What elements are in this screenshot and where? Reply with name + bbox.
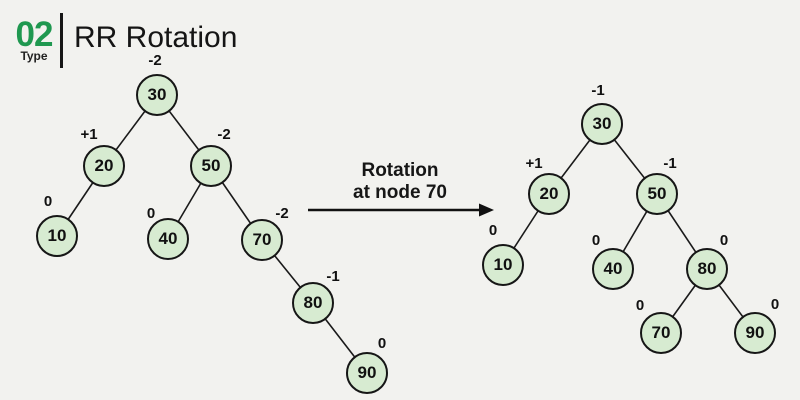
- after-bf-70: 0: [635, 297, 645, 314]
- after-bf-80: 0: [719, 232, 729, 249]
- before-node-20: 20: [83, 145, 125, 187]
- after-node-50: 50: [636, 173, 678, 215]
- after-node-40: 40: [592, 248, 634, 290]
- before-node-10: 10: [36, 215, 78, 257]
- after-bf-90: 0: [770, 296, 780, 313]
- before-node-40: 40: [147, 218, 189, 260]
- rotation-arrow-label-line1: Rotation: [361, 160, 439, 181]
- before-bf-70: -2: [275, 205, 289, 222]
- before-bf-10: 0: [43, 193, 53, 210]
- before-node-80: 80: [292, 282, 334, 324]
- page-title: RR Rotation: [74, 21, 238, 54]
- after-bf-50: -1: [663, 155, 677, 172]
- before-bf-80: -1: [326, 268, 340, 285]
- type-badge-caption: Type: [20, 49, 48, 63]
- before-bf-90: 0: [377, 335, 387, 352]
- before-node-90: 90: [346, 352, 388, 394]
- after-bf-10: 0: [488, 222, 498, 239]
- after-node-90: 90: [734, 312, 776, 354]
- after-bf-40: 0: [591, 232, 601, 249]
- rotation-arrow-label-line2: at node 70: [353, 182, 447, 203]
- after-bf-30: -1: [591, 82, 605, 99]
- after-node-30: 30: [581, 103, 623, 145]
- before-bf-30: -2: [148, 52, 162, 69]
- before-bf-40: 0: [146, 205, 156, 222]
- rotation-arrow-label: Rotation at node 70: [325, 160, 475, 204]
- before-node-50: 50: [190, 145, 232, 187]
- before-bf-50: -2: [217, 126, 231, 143]
- before-node-30: 30: [136, 74, 178, 116]
- before-bf-20: +1: [80, 126, 98, 143]
- header-divider: [60, 13, 63, 68]
- rotation-arrow: [308, 203, 494, 217]
- after-node-70: 70: [640, 312, 682, 354]
- before-node-70: 70: [241, 219, 283, 261]
- after-node-10: 10: [482, 244, 524, 286]
- after-node-80: 80: [686, 248, 728, 290]
- after-node-20: 20: [528, 173, 570, 215]
- after-bf-20: +1: [525, 155, 543, 172]
- type-badge-number: 02: [15, 15, 54, 54]
